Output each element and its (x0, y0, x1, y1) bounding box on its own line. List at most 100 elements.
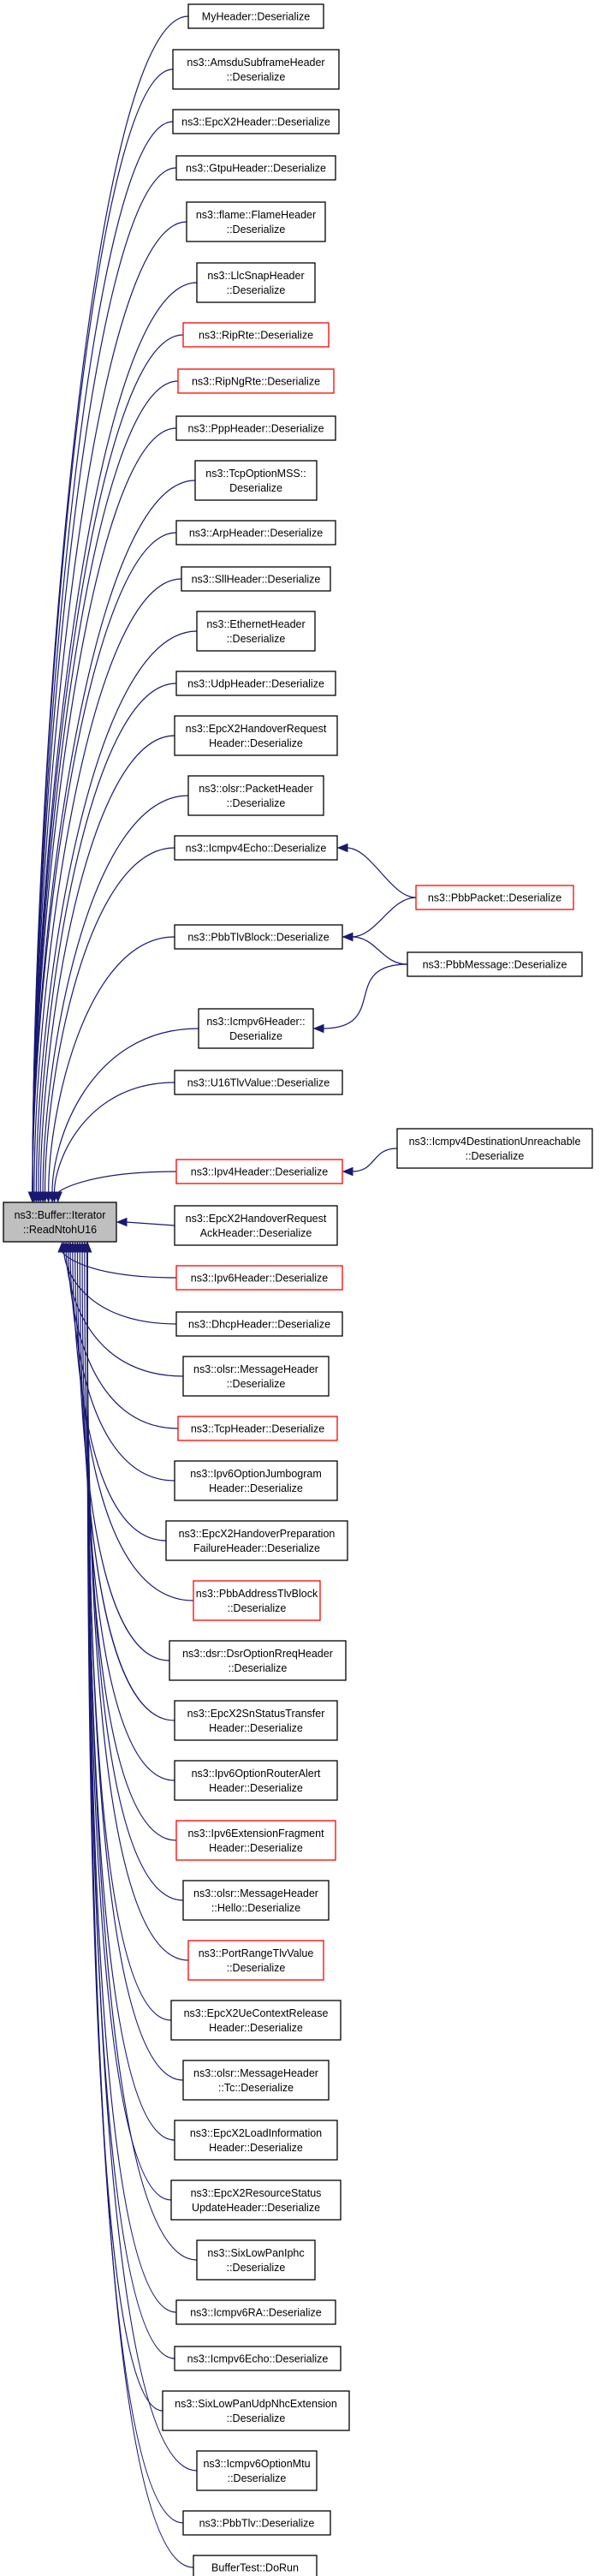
node-label-line: ns3::Icmpv4Echo::Deserialize (186, 843, 327, 855)
call-edge (81, 1250, 175, 1781)
node-label-line: FailureHeader::Deserialize (193, 1542, 320, 1554)
function-node[interactable]: ns3::UdpHeader::Deserialize (175, 671, 336, 696)
function-node[interactable]: ns3::EpcX2UeContextReleaseHeader::Deseri… (170, 2000, 342, 2041)
node-box (172, 49, 340, 90)
node-box (182, 1880, 330, 1921)
function-node[interactable]: ns3::Icmpv6OptionMtu::Deserialize (196, 2450, 318, 2491)
node-box (175, 1159, 343, 1184)
function-node[interactable]: ns3::Icmpv6RA::Deserialize (175, 2299, 336, 2325)
call-edge (84, 1250, 177, 1841)
call-edge (32, 480, 196, 1194)
node-box (196, 611, 316, 652)
function-node[interactable]: ns3::Ipv6ExtensionFragmentHeader::Deseri… (175, 1820, 336, 1861)
node-box (182, 322, 330, 348)
function-node[interactable]: ns3::olsr::MessageHeader::Deserialize (182, 1356, 330, 1397)
node-box (174, 1205, 338, 1246)
node-box (196, 2239, 316, 2281)
function-node[interactable]: ns3::DhcpHeader::Deserialize (175, 1311, 343, 1337)
node-box (172, 109, 340, 134)
function-node[interactable]: ns3::Icmpv4Echo::Deserialize (174, 835, 338, 861)
function-node[interactable]: MyHeader::Deserialize (187, 3, 324, 29)
edge-arrowhead (312, 1023, 324, 1034)
call-edge (351, 897, 417, 938)
function-node[interactable]: ns3::PbbTlvBlock::Deserialize (174, 924, 343, 950)
node-box (174, 1700, 338, 1741)
node-label-line: ns3::Ipv6OptionJumbogram (190, 1468, 322, 1480)
call-edge (351, 936, 408, 965)
function-node[interactable]: ns3::EthernetHeader::Deserialize (196, 611, 316, 652)
function-node[interactable]: ns3::RipNgRte::Deserialize (177, 368, 335, 394)
call-edge (32, 282, 198, 1194)
call-edge (33, 578, 182, 1194)
call-edge (322, 963, 408, 1029)
node-label-line: Header::Deserialize (209, 1722, 303, 1734)
function-node[interactable]: ns3::Ipv4Header::Deserialize (175, 1159, 343, 1184)
node-box (196, 2450, 318, 2491)
function-node[interactable]: ns3::Ipv6OptionJumbogramHeader::Deserial… (174, 1460, 338, 1501)
call-edge (38, 683, 177, 1194)
function-node[interactable]: ns3::olsr::MessageHeader::Tc::Deserializ… (182, 2060, 330, 2101)
function-node[interactable]: ns3::EpcX2ResourceStatusUpdateHeader::De… (170, 2179, 342, 2221)
node-label-line: ns3::Icmpv6OptionMtu (203, 2458, 310, 2470)
function-node[interactable]: ns3::Ipv6Header::Deserialize (175, 1265, 343, 1291)
function-node[interactable]: ns3::U16TlvValue::Deserialize (174, 1070, 343, 1095)
function-node[interactable]: ns3::EpcX2Header::Deserialize (172, 109, 340, 134)
function-node[interactable]: ns3::RipRte::Deserialize (182, 322, 330, 348)
function-node[interactable]: ns3::Icmpv4DestinationUnreachable::Deser… (396, 1128, 593, 1169)
function-node[interactable]: ns3::PbbTlv::Deserialize (182, 2510, 331, 2536)
node-label-line: ::Deserialize (227, 1962, 286, 1974)
function-node[interactable]: ns3::Ipv6OptionRouterAlertHeader::Deseri… (174, 1760, 338, 1801)
node-label-line: ns3::Icmpv6RA::Deserialize (190, 2307, 322, 2319)
node-label-line: BufferTest::DoRun (211, 2562, 299, 2574)
node-box (181, 566, 331, 592)
call-edge (32, 121, 174, 1194)
function-node[interactable]: ns3::PbbMessage::Deserialize (407, 951, 583, 977)
function-node[interactable]: ns3::SllHeader::Deserialize (181, 566, 331, 592)
function-node[interactable]: ns3::ArpHeader::Deserialize (175, 520, 336, 546)
call-edge (65, 1250, 184, 1377)
function-node[interactable]: ns3::Icmpv6Echo::Deserialize (174, 2346, 342, 2371)
node-box (193, 2555, 318, 2576)
node-label-line: Header::Deserialize (209, 2022, 303, 2034)
function-node[interactable]: ns3::olsr::PacketHeader::Deserialize (187, 775, 324, 816)
call-edge (51, 1028, 199, 1194)
node-label-line: ::Tc::Deserialize (218, 2082, 294, 2094)
function-node[interactable]: ns3::EpcX2HandoverRequestAckHeader::Dese… (174, 1205, 338, 1246)
node-label-line: ns3::Ipv6Header::Deserialize (191, 1273, 329, 1285)
node-label-line: Header::Deserialize (209, 1782, 303, 1794)
graph-edges (27, 15, 417, 2568)
function-node[interactable]: ns3::TcpOptionMSS::Deserialize (194, 460, 318, 501)
call-edge (53, 1082, 175, 1194)
function-node[interactable]: ns3::flame::FlameHeader::Deserialize (186, 201, 326, 242)
function-node[interactable]: ns3::Icmpv6Header::Deserialize (198, 1008, 314, 1049)
node-box (175, 1311, 343, 1337)
function-node[interactable]: ns3::SixLowPanUdpNhcExtension::Deseriali… (162, 2390, 350, 2431)
function-node[interactable]: ns3::GtpuHeader::Deserialize (175, 155, 336, 181)
node-label-line: ns3::PortRangeTlvValue (199, 1947, 314, 1959)
function-node[interactable]: ns3::PppHeader::Deserialize (175, 415, 336, 441)
node-label-line: ns3::RipRte::Deserialize (199, 330, 313, 342)
function-node[interactable]: ns3::SixLowPanIphc::Deserialize (196, 2239, 316, 2281)
function-node[interactable]: ns3::PortRangeTlvValue::Deserialize (187, 1940, 324, 1981)
function-node[interactable]: BufferTest::DoRun (193, 2555, 318, 2576)
call-edge (86, 1250, 172, 2021)
edge-arrowhead (342, 932, 353, 942)
function-node[interactable]: ns3::EpcX2HandoverRequestHeader::Deseria… (174, 715, 338, 756)
function-node[interactable]: ns3::TcpHeader::Deserialize (177, 1416, 338, 1441)
node-box (174, 835, 338, 861)
node-label-line: ::Deserialize (227, 797, 286, 809)
function-node[interactable]: ns3::EpcX2SnStatusTransferHeader::Deseri… (174, 1700, 338, 1741)
call-edge (86, 1250, 175, 2359)
node-label-line: ns3::Icmpv6Echo::Deserialize (187, 2353, 329, 2365)
function-node[interactable]: ns3::PbbAddressTlvBlock::Deserialize (193, 1580, 321, 1621)
node-label-line: ns3::olsr::PacketHeader (199, 783, 312, 795)
function-node[interactable]: ns3::olsr::MessageHeader::Hello::Deseria… (182, 1880, 330, 1921)
node-label-line: ::ReadNtohU16 (23, 1224, 97, 1236)
function-node[interactable]: ns3::LlcSnapHeader::Deserialize (196, 262, 316, 303)
function-node[interactable]: ns3::EpcX2HandoverPreparationFailureHead… (165, 1520, 348, 1561)
function-node[interactable]: ns3::PbbPacket::Deserialize (415, 885, 574, 910)
function-node[interactable]: ns3::dsr::DsrOptionRreqHeader::Deseriali… (169, 1640, 347, 1681)
function-node[interactable]: ns3::AmsduSubframeHeader::Deserialize (172, 49, 340, 90)
function-node[interactable]: ns3::EpcX2LoadInformationHeader::Deseria… (174, 2120, 338, 2161)
node-label-line: Header::Deserialize (209, 2142, 303, 2154)
